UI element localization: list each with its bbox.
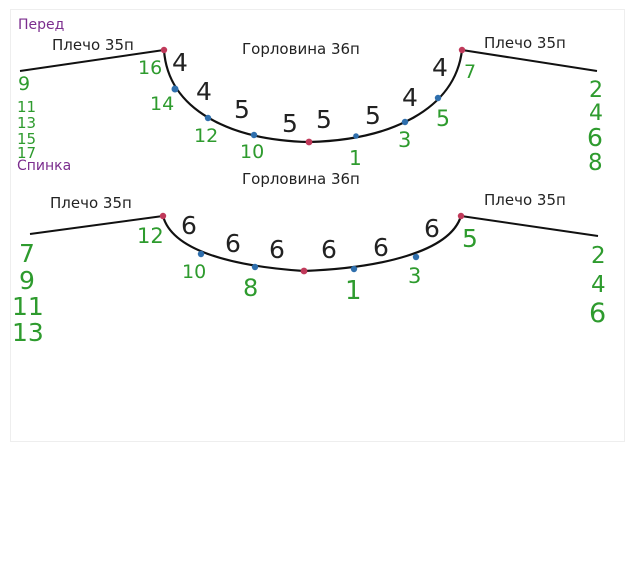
front-shoulder-left-label: Плечо 35п <box>52 36 134 54</box>
back-count: 6 <box>321 235 337 264</box>
front-shoulder-right-line <box>461 49 598 72</box>
front-dot-right-end <box>458 46 466 54</box>
back-left-size: 7 <box>19 239 35 268</box>
front-row: 7 <box>464 61 476 83</box>
back-shoulder-right-line <box>460 215 599 237</box>
back-neckline-label: Горловина 36п <box>242 170 360 188</box>
front-shoulder-right-label: Плечо 35п <box>484 34 566 52</box>
back-left-size: 9 <box>19 266 35 295</box>
back-row: 10 <box>182 261 206 283</box>
front-count: 5 <box>365 101 381 130</box>
front-title: Перед <box>18 17 64 33</box>
front-row: 16 <box>138 57 162 79</box>
back-dot <box>350 265 358 273</box>
back-row: 12 <box>137 224 164 248</box>
front-dot-left-end <box>160 46 168 54</box>
back-left-size: 11 <box>12 292 44 321</box>
front-left-size: 9 <box>18 73 30 95</box>
front-dot-center <box>305 138 313 146</box>
front-count: 5 <box>316 105 332 134</box>
front-row: 10 <box>240 141 264 163</box>
back-dot <box>412 253 420 261</box>
front-right-size: 4 <box>589 101 603 126</box>
back-count: 6 <box>269 235 285 264</box>
front-right-size: 2 <box>589 78 603 103</box>
back-dot-center <box>300 267 308 275</box>
back-title: Спинка <box>17 158 71 174</box>
front-dot <box>353 133 359 139</box>
back-right-size: 4 <box>591 272 606 298</box>
back-dot <box>197 250 205 258</box>
front-count: 5 <box>234 95 250 124</box>
back-row: 1 <box>345 276 362 306</box>
front-row: 1 <box>349 146 362 170</box>
back-shoulder-right-label: Плечо 35п <box>484 191 566 209</box>
back-dot-left-end <box>159 212 167 220</box>
back-row: 5 <box>462 224 478 253</box>
front-neckline-label: Горловина 36п <box>242 40 360 58</box>
back-shoulder-left-line <box>29 215 164 235</box>
back-dot <box>251 263 259 271</box>
back-neckline-curve <box>161 215 463 273</box>
back-right-size: 2 <box>591 243 606 269</box>
front-count: 4 <box>402 83 418 112</box>
front-right-size: 6 <box>587 123 603 152</box>
front-row: 12 <box>194 125 218 147</box>
front-count: 4 <box>432 53 448 82</box>
back-left-size: 13 <box>12 318 44 347</box>
back-row: 8 <box>243 274 258 302</box>
front-dot <box>401 118 409 126</box>
back-right-size: 6 <box>589 298 606 329</box>
front-count: 4 <box>172 48 188 77</box>
front-left-size: 11 <box>17 98 36 116</box>
front-dot <box>250 131 258 139</box>
back-row: 3 <box>408 264 421 288</box>
front-row: 14 <box>150 93 174 115</box>
back-dot-right-end <box>457 212 465 220</box>
front-left-size: 15 <box>17 130 36 148</box>
front-left-size: 17 <box>17 144 36 162</box>
back-section: Спинка Горловина 36п Плечо 35п Плечо 35п… <box>12 158 606 347</box>
back-count: 6 <box>373 233 389 262</box>
back-count: 6 <box>424 214 440 243</box>
front-row: 5 <box>436 107 450 132</box>
back-count: 6 <box>181 211 197 240</box>
front-dot <box>171 85 179 93</box>
front-count: 4 <box>196 77 212 106</box>
back-shoulder-left-label: Плечо 35п <box>50 194 132 212</box>
front-dot <box>204 114 212 122</box>
front-right-size: 8 <box>588 150 603 176</box>
front-section: Перед Плечо 35п Горловина 36п Плечо 35п … <box>17 17 603 176</box>
front-count: 5 <box>282 109 298 138</box>
front-row: 3 <box>398 128 411 152</box>
front-left-size: 13 <box>17 114 36 132</box>
front-shoulder-left-line <box>19 49 165 72</box>
front-dot <box>434 94 442 102</box>
back-count: 6 <box>225 229 241 258</box>
